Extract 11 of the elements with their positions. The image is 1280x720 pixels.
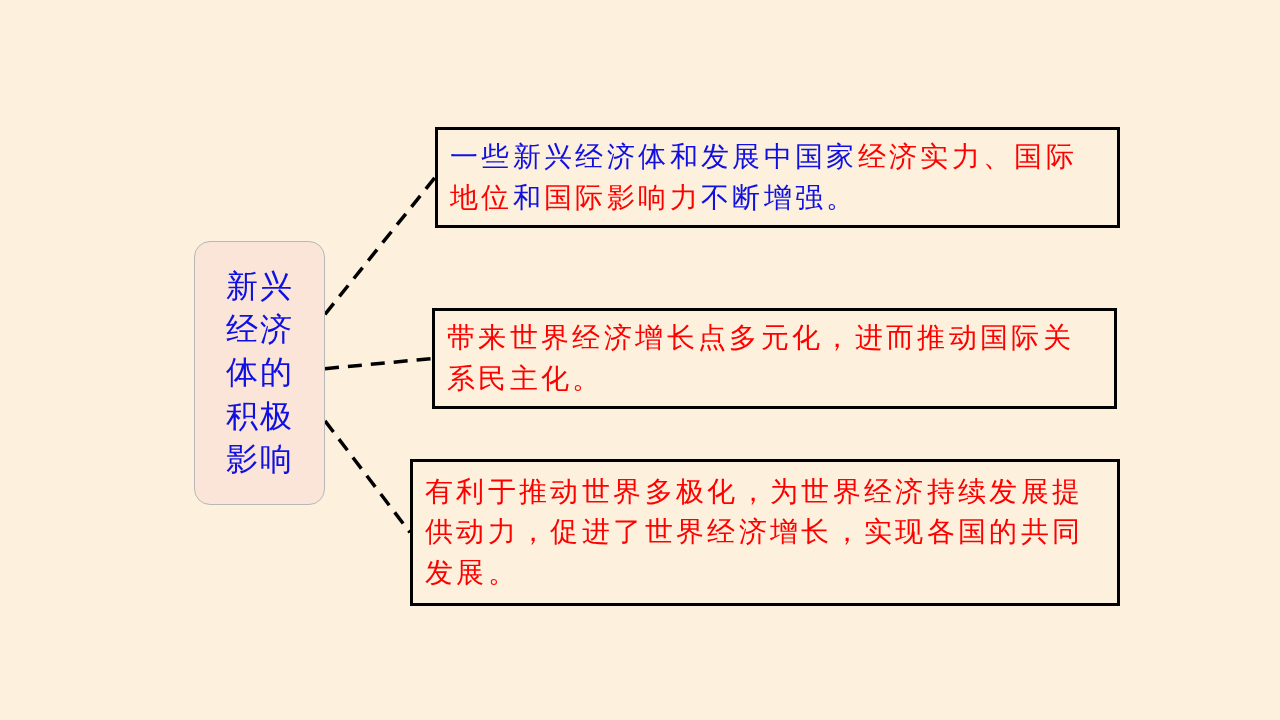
dashed-connector xyxy=(324,356,433,371)
topic-text: 新兴经济体的积极影响 xyxy=(225,266,294,480)
text-box xyxy=(432,308,1117,409)
text-box xyxy=(410,459,1120,606)
box-text: 带来世界经济增长点多元化，进而推动国际关系民主化。 xyxy=(447,319,1076,397)
dashed-connector xyxy=(323,176,437,316)
text-box xyxy=(435,127,1120,228)
box-text: 一些新兴经济体和发展中国家经济实力、国际地位和国际影响力不断增强。 xyxy=(450,138,1079,216)
topic-box xyxy=(194,241,325,505)
dashed-connector xyxy=(323,419,412,534)
box-text: 有利于推动世界多极化，为世界经济持续发展提供动力，促进了世界经济增长，实现各国的共同发展。 xyxy=(425,473,1085,591)
